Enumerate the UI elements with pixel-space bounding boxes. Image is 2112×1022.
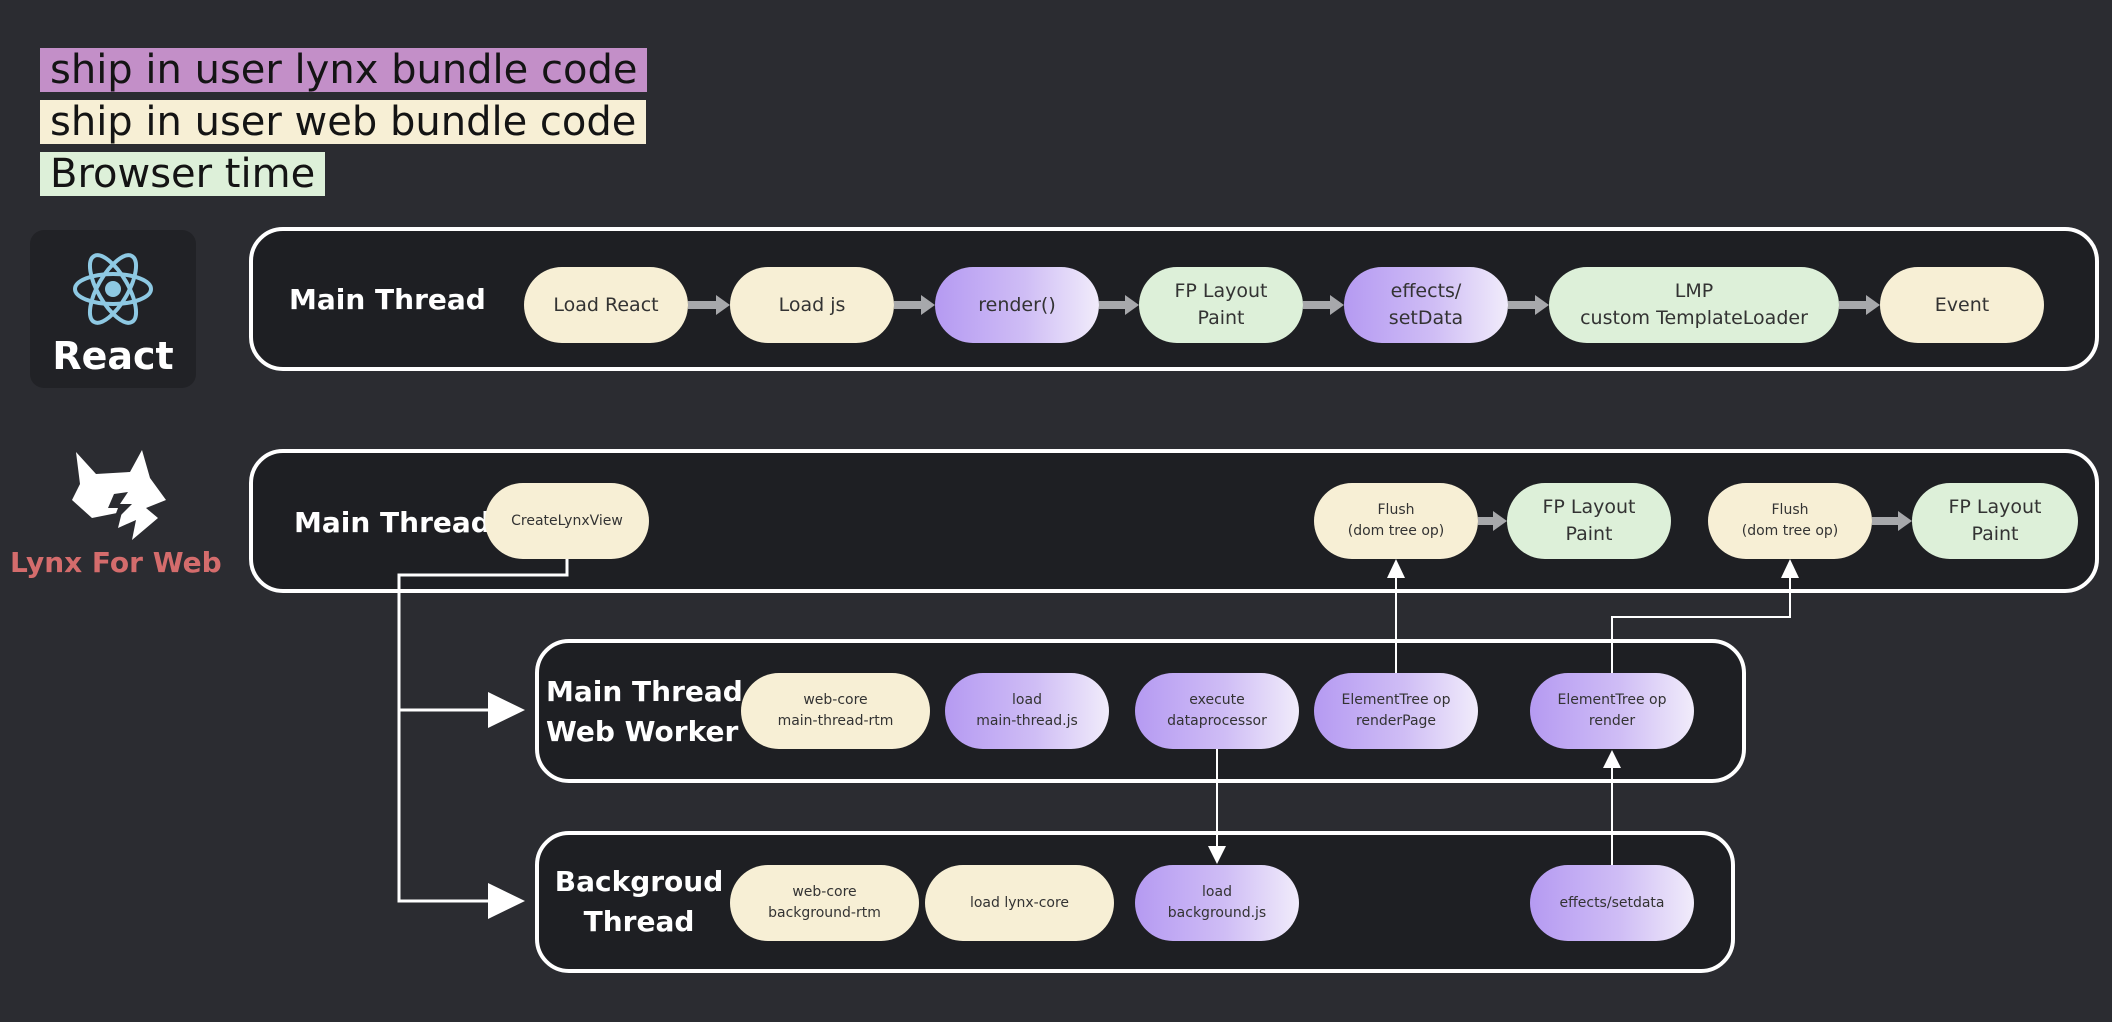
node-web-core-background-rtm: web-core background-rtm: [730, 865, 919, 941]
flow-arrow-2: [894, 301, 923, 309]
web-worker-title: Main Thread Web Worker: [546, 675, 743, 748]
node-elementtree-render: ElementTree op render: [1530, 673, 1694, 749]
flow-arrow-5: [1508, 301, 1537, 309]
node-load-js: Load js: [730, 267, 894, 343]
flow-arrow-7: [1478, 517, 1495, 525]
spawn-connectors: [397, 559, 569, 903]
arrowhead-to-elementtree-render: [1603, 750, 1621, 768]
flow-arrowhead-5: [1535, 295, 1549, 315]
react-atom-icon: [73, 253, 153, 325]
flow-arrow-4: [1303, 301, 1332, 309]
react-logo-label: React: [52, 334, 174, 378]
background-thread-title: Backgroud Thread: [554, 865, 724, 938]
arrowhead-to-flush-2: [1781, 559, 1799, 578]
lynx-logo: Lynx For Web: [10, 448, 222, 588]
node-load-lynx-core: load lynx-core: [925, 865, 1114, 941]
lynx-main-thread-title: Main Thread: [294, 506, 491, 539]
node-fp-layout-paint: FP Layout Paint: [1139, 267, 1303, 343]
spawn-arrowhead-web-worker: [488, 692, 525, 728]
flow-arrow-8: [1872, 517, 1900, 525]
legend-browser-time: Browser time: [40, 152, 326, 196]
flow-arrowhead-4: [1330, 295, 1344, 315]
node-web-core-main-thread-rtm: web-core main-thread-rtm: [741, 673, 930, 749]
flow-arrow-3: [1099, 301, 1127, 309]
react-main-thread-title: Main Thread: [289, 283, 486, 316]
flow-arrow-6: [1839, 301, 1868, 309]
node-elementtree-renderpage: ElementTree op renderPage: [1314, 673, 1478, 749]
node-render: render(): [935, 267, 1099, 343]
node-load-background-js: load background.js: [1135, 865, 1299, 941]
node-effects-setdata-bg: effects/setdata: [1530, 865, 1694, 941]
arrowhead-to-flush-1: [1387, 559, 1405, 578]
react-flow-arrows: [688, 295, 1912, 531]
flow-arrowhead-8: [1898, 511, 1912, 531]
lynx-cat-icon: [72, 450, 166, 540]
node-create-lynx-view: CreateLynxView: [485, 483, 649, 559]
node-effects-setdata: effects/ setData: [1344, 267, 1508, 343]
flow-arrowhead-2: [921, 295, 935, 315]
legend-web-bundle: ship in user web bundle code: [40, 100, 647, 144]
node-fp-layout-paint-1: FP Layout Paint: [1507, 483, 1671, 559]
node-load-main-thread-js: load main-thread.js: [945, 673, 1109, 749]
flow-arrow-1: [688, 301, 718, 309]
arrowhead-to-load-background: [1208, 846, 1226, 864]
node-execute-dataprocessor: execute dataprocessor: [1135, 673, 1299, 749]
node-flush-2: Flush (dom tree op): [1708, 483, 1872, 559]
legend-lynx-bundle: ship in user lynx bundle code: [40, 48, 648, 92]
flow-arrowhead-1: [716, 295, 730, 315]
node-event: Event: [1880, 267, 2044, 343]
node-flush-1: Flush (dom tree op): [1314, 483, 1478, 559]
flow-arrowhead-6: [1866, 295, 1880, 315]
node-fp-layout-paint-2: FP Layout Paint: [1912, 483, 2078, 559]
flow-arrowhead-7: [1493, 511, 1507, 531]
vertical-connectors: [1216, 574, 1791, 865]
lynx-logo-label: Lynx For Web: [10, 546, 222, 579]
flow-arrowhead-3: [1125, 295, 1139, 315]
node-load-react: Load React: [524, 267, 688, 343]
react-logo: React: [30, 230, 196, 388]
node-lmp-template-loader: LMP custom TemplateLoader: [1549, 267, 1839, 343]
spawn-arrowhead-background: [488, 883, 525, 919]
